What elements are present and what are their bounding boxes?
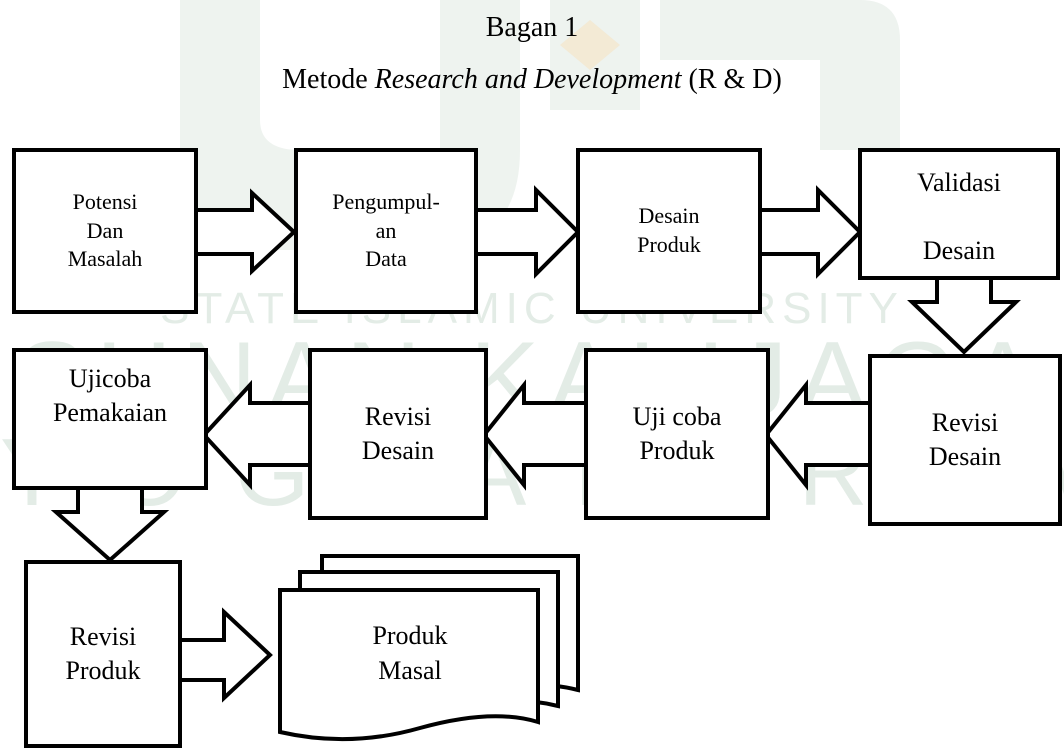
step-label: Desain Produk [637, 203, 701, 257]
step-pengumpulan-data: Pengumpul- an Data [294, 148, 478, 314]
subtitle-suffix: (R & D) [681, 64, 782, 95]
step-label: Revisi Desain [361, 402, 435, 465]
arrow-right-2 [476, 185, 581, 279]
step-revisi-produk: Revisi Produk [24, 560, 182, 748]
step-label: Potensi Dan Masalah [67, 189, 143, 272]
step-potensi-masalah: Potensi Dan Masalah [12, 148, 198, 314]
step-revisi-desain-2: Revisi Desain [308, 348, 488, 520]
arrow-left-1 [763, 379, 870, 491]
step-label: Validasi Desain [917, 168, 1001, 265]
arrow-down-2 [50, 488, 170, 563]
step-label: Revisi Desain [928, 408, 1002, 471]
step-uji-coba-produk: Uji coba Produk [584, 348, 770, 520]
step-validasi-desain: Validasi Desain [858, 148, 1060, 280]
arrow-left-2 [481, 379, 586, 491]
subtitle-italic: Research and Development [374, 64, 682, 95]
step-ujicoba-pemakaian: Ujicoba Pemakaian [12, 348, 208, 490]
arrow-left-3 [201, 379, 310, 491]
step-desain-produk: Desain Produk [576, 148, 762, 314]
arrow-right-3 [760, 185, 863, 279]
step-label: Uji coba Produk [632, 402, 722, 465]
arrow-right-1 [196, 188, 297, 276]
step-label: Pengumpul- an Data [332, 189, 440, 272]
diagram-title: Bagan 1 [485, 12, 579, 43]
document-front [278, 588, 540, 742]
step-label: Ujicoba Pemakaian [52, 364, 168, 427]
diagram-subtitle: Metode Research and Development (R & D) [0, 64, 1064, 96]
step-revisi-desain-1: Revisi Desain [868, 354, 1062, 526]
arrow-down-1 [907, 278, 1021, 355]
arrow-right-4 [180, 607, 273, 703]
final-produk-masal: Produk Masal [372, 621, 448, 686]
step-label: Revisi Produk [65, 622, 141, 685]
subtitle-prefix: Metode [282, 64, 375, 95]
